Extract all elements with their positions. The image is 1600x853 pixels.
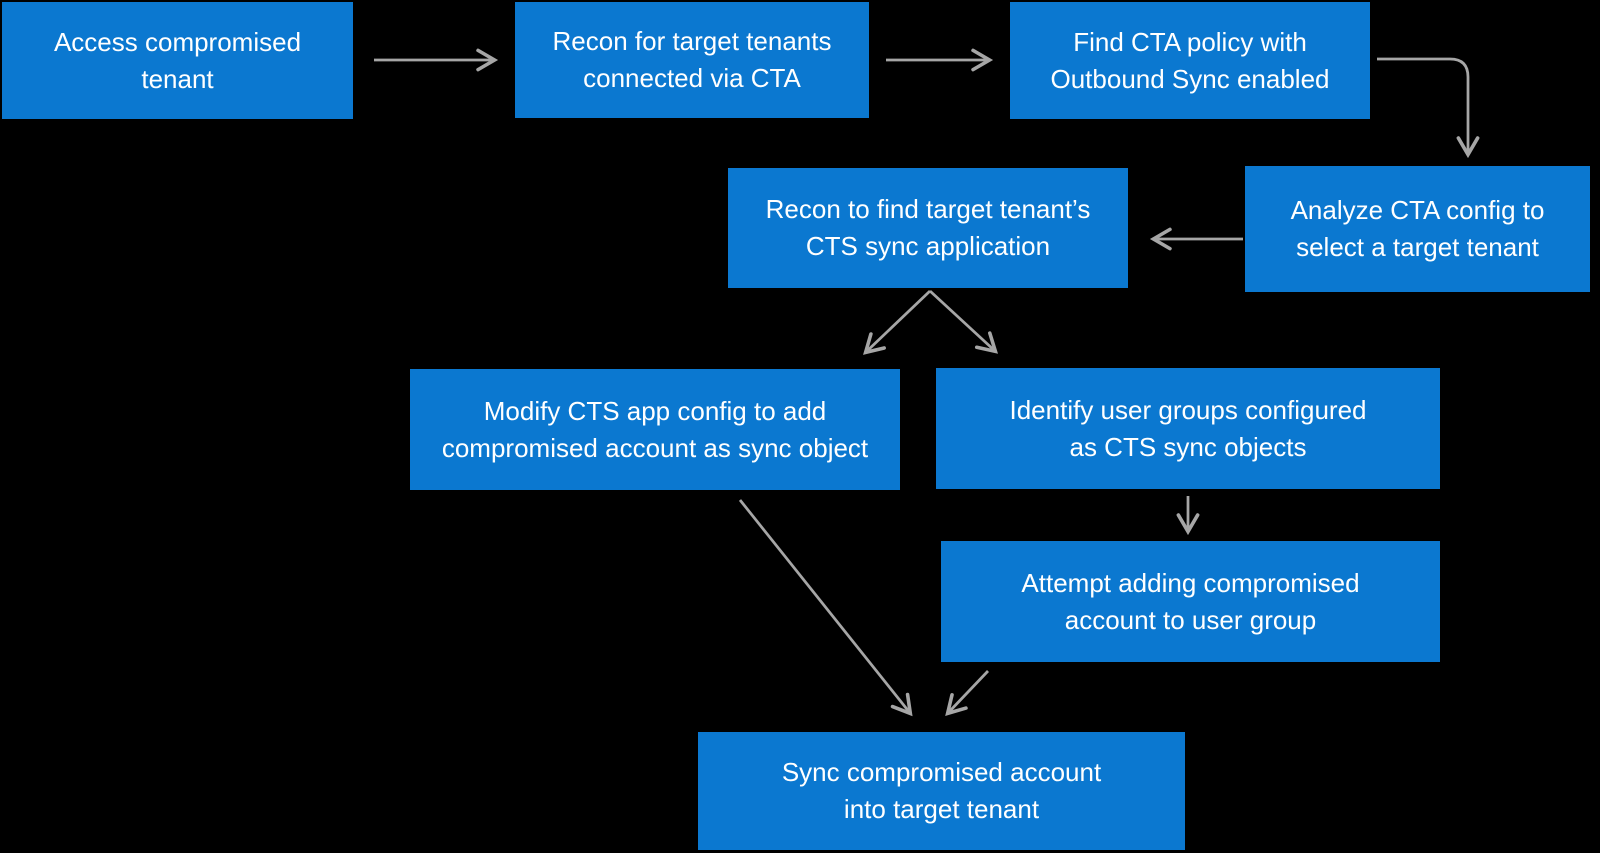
flow-node-recon-target-tenants-cta: Recon for target tenants connected via C…	[515, 2, 869, 118]
flow-node-attempt-adding-account: Attempt adding compromised account to us…	[941, 541, 1440, 662]
edge-attempt-to-sync	[945, 670, 989, 716]
flow-node-label: Identify user groups configured as CTS s…	[1009, 394, 1367, 462]
edge-find-policy-to-analyze	[1377, 57, 1480, 159]
flow-node-sync-compromised-account: Sync compromised account into target ten…	[698, 732, 1185, 850]
flow-node-recon-cts-sync-application: Recon to find target tenant’s CTS sync a…	[728, 168, 1128, 288]
edge-recon-cts-to-identify-groups	[929, 289, 999, 354]
flow-node-label: Analyze CTA config to select a target te…	[1290, 195, 1545, 262]
flow-node-label: Modify CTS app config to add compromised…	[441, 395, 869, 463]
flow-node-label: Sync compromised account into target ten…	[781, 757, 1102, 824]
flow-node-modify-cts-app-config: Modify CTS app config to add compromised…	[410, 369, 900, 490]
flow-node-label: Access compromised tenant	[53, 26, 302, 94]
flow-node-label: Find CTA policy with Outbound Sync enabl…	[1050, 26, 1330, 94]
flow-node-access-compromised-tenant: Access compromised tenant	[2, 2, 353, 119]
flow-node-label: Recon for target tenants connected via C…	[552, 26, 832, 93]
flow-node-label: Recon to find target tenant’s CTS sync a…	[765, 194, 1091, 261]
edge-modify-config-to-sync	[738, 499, 913, 717]
flow-node-find-cta-policy-outbound-sync: Find CTA policy with Outbound Sync enabl…	[1010, 2, 1370, 119]
flow-node-identify-user-groups: Identify user groups configured as CTS s…	[936, 368, 1440, 489]
flow-node-label: Attempt adding compromised account to us…	[1021, 567, 1360, 635]
flow-node-analyze-cta-config: Analyze CTA config to select a target te…	[1245, 166, 1590, 292]
edge-recon-cts-to-modify-config	[863, 290, 931, 355]
